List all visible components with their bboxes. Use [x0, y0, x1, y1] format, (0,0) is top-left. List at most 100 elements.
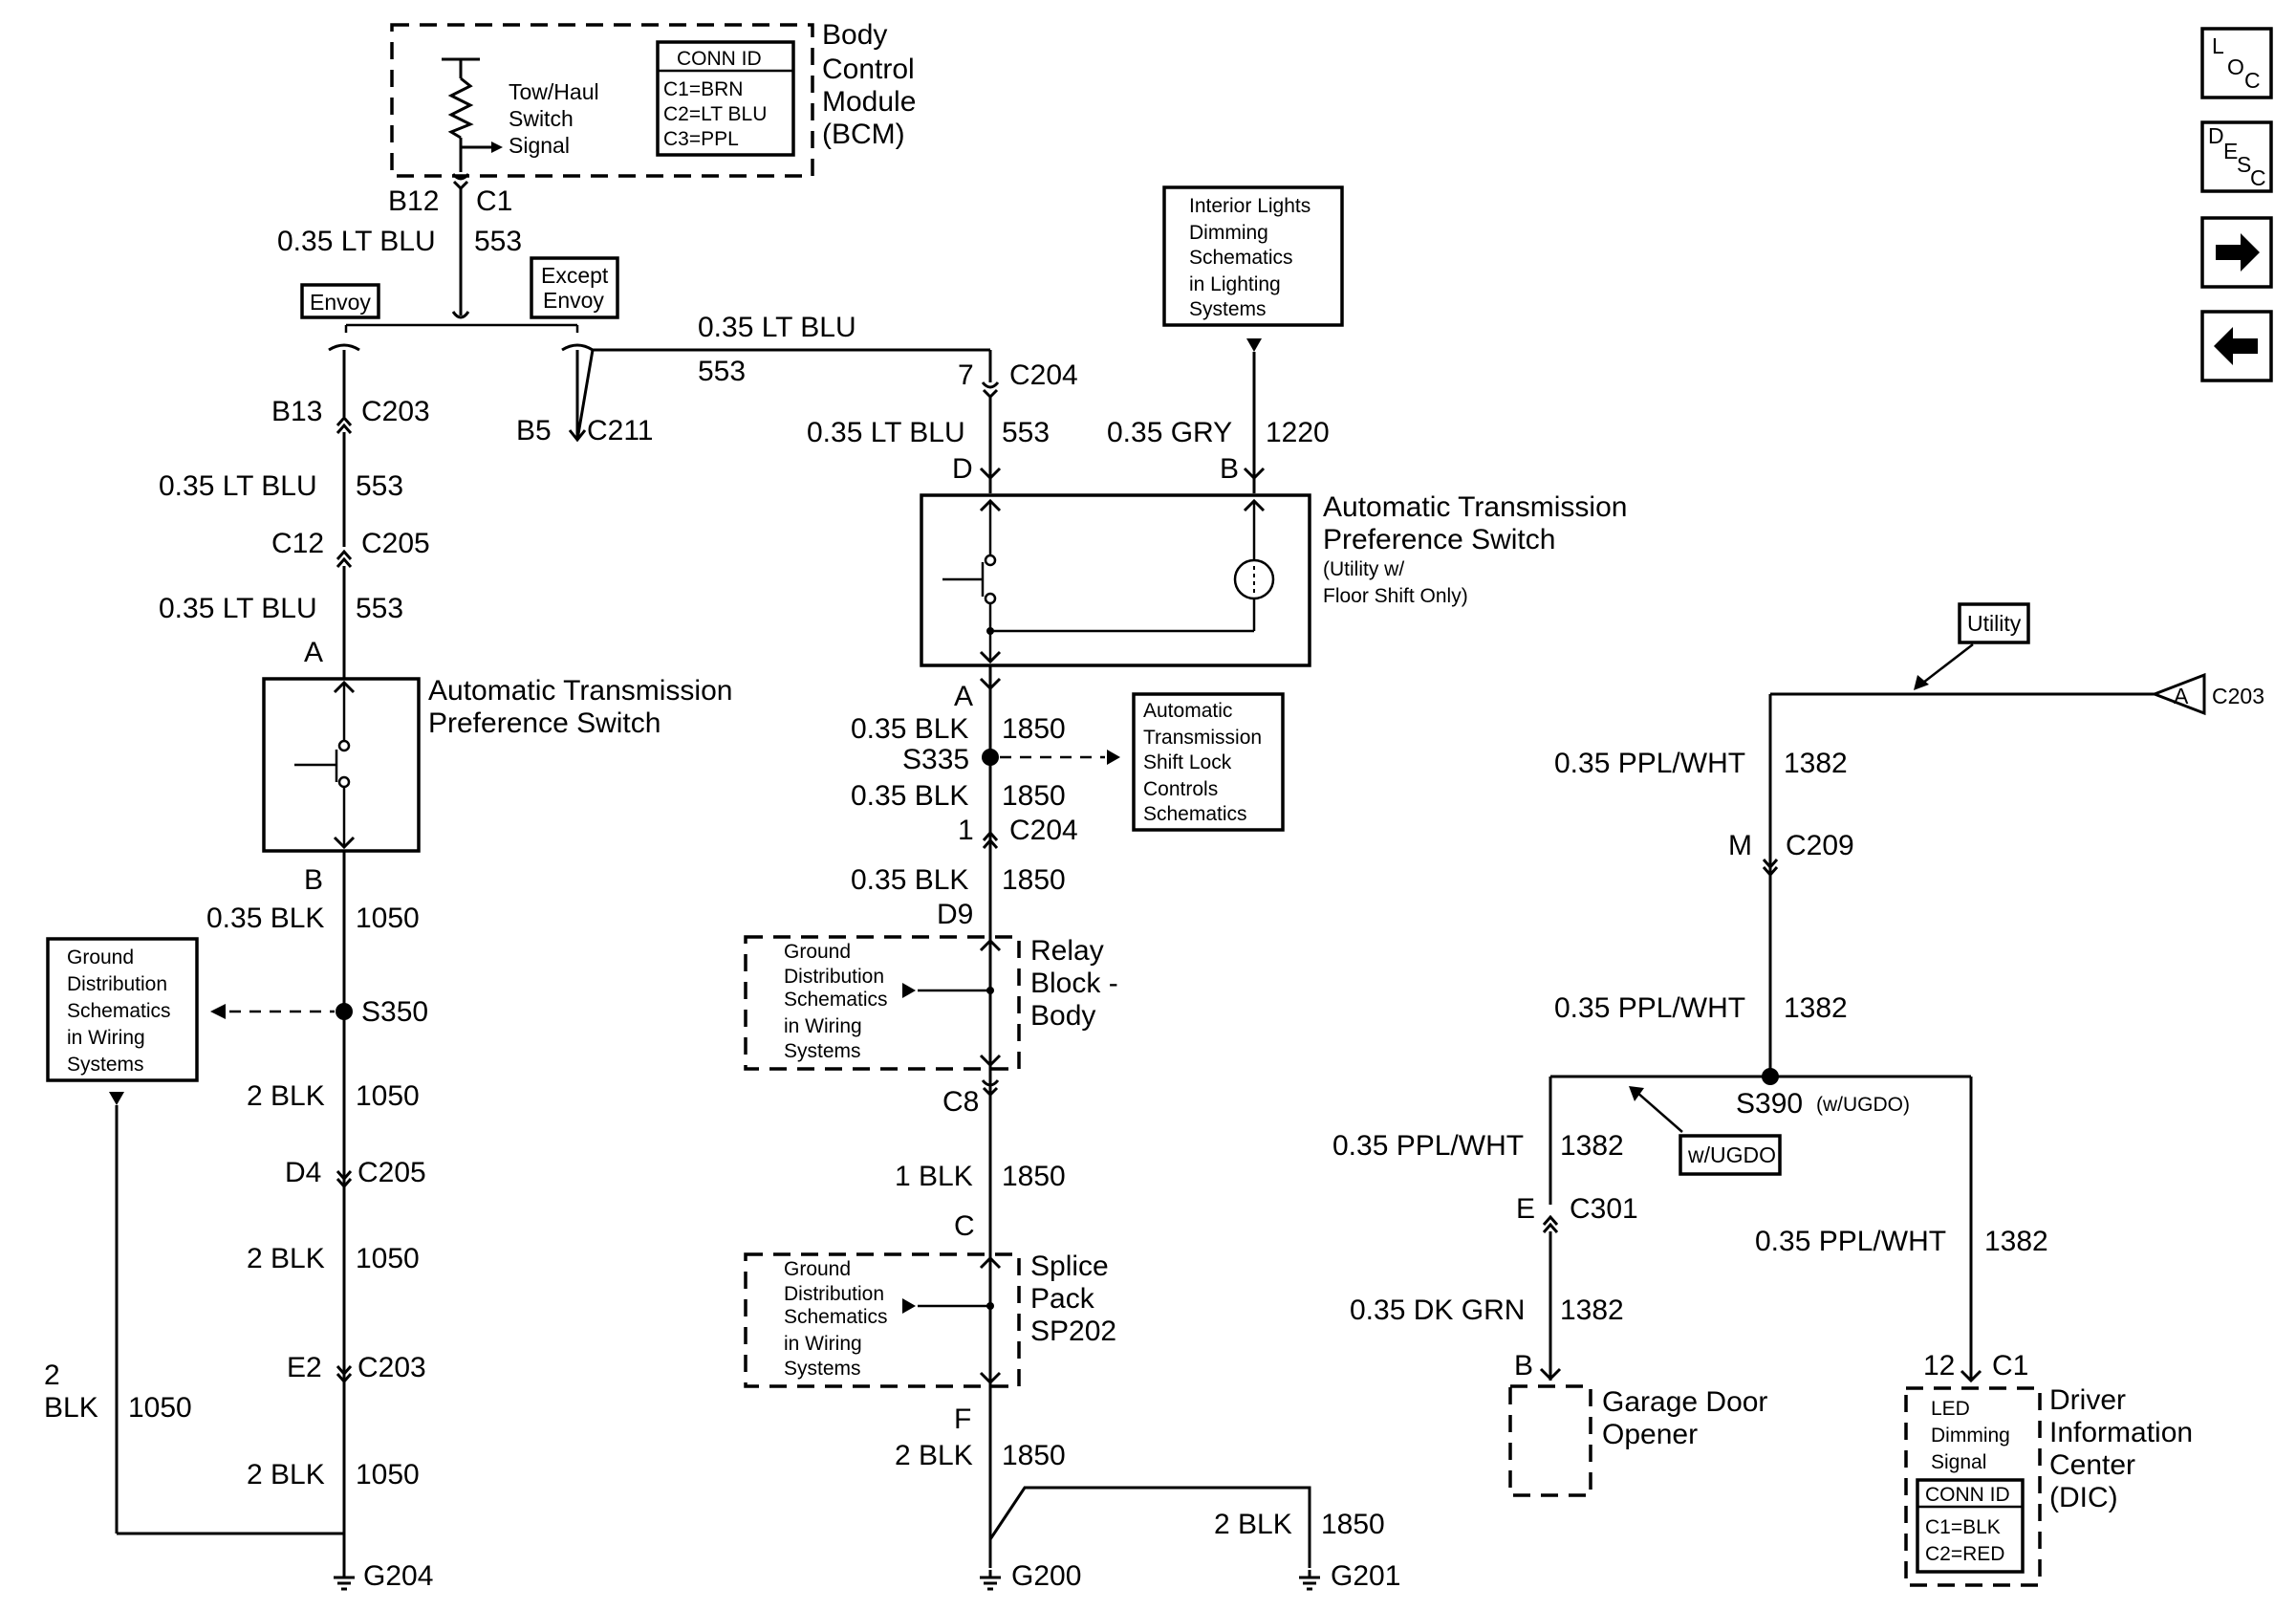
- ground-g201-icon: [1297, 1568, 1322, 1591]
- dic-conn-title: CONN ID: [1925, 1484, 2010, 1506]
- circuit-r3: 1382: [1560, 1130, 1624, 1162]
- splice-s350-label: S350: [361, 996, 428, 1028]
- shift-lock-ref-box[interactable]: [1132, 692, 1285, 832]
- circuit-m2: 1850: [1002, 713, 1066, 745]
- circuit-r2: 1382: [1784, 992, 1848, 1024]
- pin-c12: C12: [271, 528, 324, 559]
- connector-a-c203-icon: [2150, 672, 2206, 716]
- ground-g200-icon: [978, 1568, 1003, 1591]
- splice-ground-ref-1: Ground: [784, 1258, 851, 1280]
- circuit-h: 553: [698, 356, 746, 387]
- loc-letter-2: O: [2227, 54, 2244, 79]
- loc-letter-3: C: [2244, 68, 2261, 93]
- dic-title-3: Center: [2049, 1449, 2135, 1481]
- circuit-m4: 1850: [1002, 864, 1066, 896]
- ground-g201-label: G201: [1331, 1560, 1400, 1592]
- loc-button[interactable]: L O C: [2200, 27, 2273, 99]
- ref-arrow-down-icon: [109, 1092, 124, 1105]
- pin-b12: B12: [388, 185, 439, 217]
- switch-signal-1: Tow/Haul: [509, 79, 599, 104]
- splice-pack-outline: [744, 1252, 1021, 1388]
- ground-g204-icon: [332, 1568, 357, 1591]
- wire-color-m1: 0.35 LT BLU: [807, 417, 965, 448]
- wire-color-5: 2 BLK: [247, 1080, 325, 1112]
- lighting-ref-5: Systems: [1189, 298, 1267, 320]
- option-arrow-icon: [1629, 1086, 1644, 1101]
- desc-letter-3: S: [2237, 152, 2251, 177]
- splice-s390-label: S390: [1736, 1088, 1803, 1120]
- left-ground-ref-box[interactable]: [46, 937, 199, 1082]
- envoy-tag: [300, 283, 380, 319]
- bcm-module: Body Control Module (BCM) Tow/Haul Switc…: [390, 19, 916, 178]
- bcm-outline: [390, 23, 814, 178]
- pin-12: 12: [1923, 1350, 1955, 1382]
- wire-color-8a: 2: [44, 1360, 60, 1391]
- circuit-m7: 1850: [1321, 1509, 1385, 1540]
- pin-d9: D9: [937, 899, 973, 930]
- mid-switch-title-1: Automatic Transmission: [1323, 491, 1627, 523]
- connector-c209: C209: [1786, 830, 1854, 861]
- left-ground-ref-1: Ground: [67, 946, 134, 968]
- left-switch-title-2: Preference Switch: [428, 707, 661, 739]
- desc-letter-4: C: [2250, 165, 2266, 190]
- wire-color-top: 0.35 LT BLU: [277, 226, 436, 257]
- connector-c204b: C204: [1009, 815, 1078, 846]
- pin-c: C: [954, 1210, 975, 1242]
- wire-color-m5: 1 BLK: [895, 1161, 973, 1192]
- relay-ground-ref-5: Systems: [784, 1040, 861, 1062]
- splice-title-2: Pack: [1030, 1283, 1095, 1315]
- left-ground-ref-4: in Wiring: [67, 1027, 145, 1049]
- bcm-title-2: Control: [822, 54, 915, 85]
- splice-title-3: SP202: [1030, 1316, 1116, 1347]
- circuit-3: 553: [356, 593, 403, 624]
- relay-ground-ref-4: in Wiring: [784, 1015, 862, 1037]
- dic-signal-2: Dimming: [1931, 1425, 2010, 1447]
- pin-a-left: A: [304, 637, 323, 668]
- connector-c203-right: C203: [2212, 684, 2264, 708]
- pin-b-left: B: [304, 864, 323, 896]
- pin-7: 7: [958, 359, 974, 391]
- arrow-right-icon: [2216, 233, 2260, 272]
- relay-title-1: Relay: [1030, 935, 1104, 967]
- prev-button[interactable]: [2200, 310, 2273, 382]
- lighting-ref-2: Dimming: [1189, 222, 1268, 244]
- splice-s350: [336, 1003, 353, 1020]
- dic-conn-c1: C1=BLK: [1925, 1516, 2001, 1538]
- wire-color-2: 0.35 LT BLU: [159, 470, 317, 502]
- ground-g200-label: G200: [1011, 1560, 1081, 1592]
- pin-d: D: [952, 453, 973, 485]
- switch-signal-3: Signal: [509, 133, 570, 158]
- shift-ref-2: Transmission: [1143, 727, 1262, 749]
- dic-title-2: Information: [2049, 1417, 2193, 1448]
- connector-c301: C301: [1570, 1193, 1638, 1225]
- nav-buttons: L O C D E S C: [2200, 27, 2273, 382]
- lighting-ref-box[interactable]: [1162, 185, 1344, 327]
- pin-m: M: [1728, 830, 1752, 861]
- connector-c203: C203: [361, 396, 430, 427]
- lighting-ref-3: Schematics: [1189, 247, 1293, 269]
- circuit-5: 1050: [356, 1080, 420, 1112]
- connector-c1-right: C1: [1992, 1350, 2028, 1382]
- mid-switch-note-1: (Utility w/: [1323, 558, 1404, 580]
- mid-switch-note-2: Floor Shift Only): [1323, 585, 1468, 607]
- relay-title-3: Body: [1030, 1000, 1095, 1032]
- splice-s335: [982, 749, 999, 766]
- next-button[interactable]: [2200, 216, 2273, 289]
- garage-door-opener-outline: [1508, 1384, 1592, 1497]
- pin-b13: B13: [271, 396, 322, 427]
- dic-title-4: (DIC): [2049, 1482, 2118, 1513]
- gdo-title-2: Opener: [1602, 1419, 1698, 1450]
- circuit-7: 1050: [356, 1459, 420, 1490]
- ref-arrow-down-icon: [1246, 338, 1262, 352]
- middle-circuit: 0.35 LT BLU 553 7 C204 0.35 LT BLU 553 D…: [600, 185, 1627, 1592]
- dic-signal-1: LED: [1931, 1398, 1970, 1420]
- circuit-m6: 1850: [1002, 1440, 1066, 1471]
- desc-button[interactable]: D E S C: [2200, 120, 2273, 193]
- option-arrow-icon: [1914, 675, 1929, 690]
- connector-c211: C211: [587, 415, 654, 446]
- except-envoy-1: Except: [541, 263, 609, 288]
- arrow-left-icon: [2214, 327, 2258, 365]
- wire-color-m3: 0.35 BLK: [851, 780, 968, 812]
- wire-color-r2: 0.35 PPL/WHT: [1554, 992, 1745, 1024]
